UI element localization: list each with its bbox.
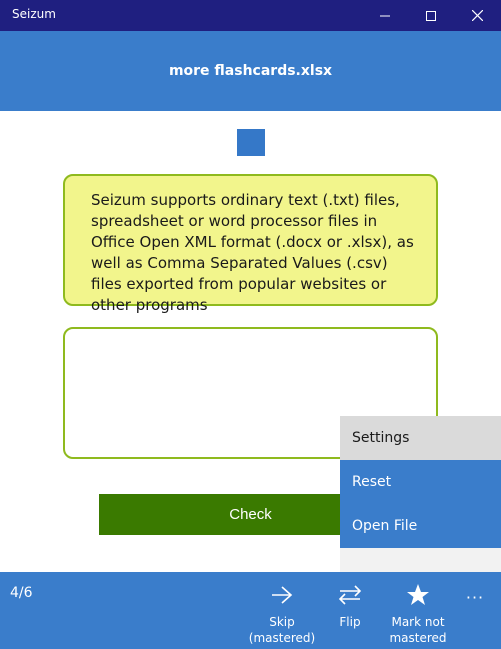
app-title: Seizum bbox=[12, 7, 56, 21]
menu-footer bbox=[340, 548, 501, 572]
minimize-button[interactable] bbox=[362, 0, 408, 31]
flip-button[interactable]: Flip bbox=[326, 572, 374, 649]
maximize-icon bbox=[426, 10, 436, 21]
swap-icon bbox=[338, 576, 362, 614]
app-bar: 4/6 Skip (mastered) Flip Mark not master… bbox=[0, 572, 501, 649]
maximize-button[interactable] bbox=[408, 0, 454, 31]
minimize-icon bbox=[380, 15, 390, 16]
close-button[interactable] bbox=[454, 0, 500, 31]
more-button[interactable]: ··· bbox=[460, 582, 490, 612]
overflow-menu: Settings Reset Open File bbox=[340, 416, 501, 572]
star-icon bbox=[406, 576, 430, 614]
menu-item-settings[interactable]: Settings bbox=[340, 416, 501, 460]
flashcard-text: Seizum supports ordinary text (.txt) fil… bbox=[91, 191, 414, 314]
skip-button[interactable]: Skip (mastered) bbox=[248, 572, 316, 649]
menu-item-open-file[interactable]: Open File bbox=[352, 518, 418, 534]
arrow-right-icon bbox=[270, 576, 294, 614]
card-indicator bbox=[237, 129, 265, 156]
skip-label: Skip (mastered) bbox=[248, 615, 316, 645]
mark-label: Mark not mastered bbox=[389, 615, 447, 645]
mark-not-mastered-button[interactable]: Mark not mastered bbox=[386, 572, 450, 649]
flashcard-question[interactable]: Seizum supports ordinary text (.txt) fil… bbox=[63, 174, 438, 314]
progress-counter: 4/6 bbox=[10, 585, 33, 601]
title-bar: Seizum bbox=[0, 0, 501, 31]
flip-label: Flip bbox=[339, 615, 361, 629]
more-icon: ··· bbox=[465, 587, 485, 607]
close-icon bbox=[471, 10, 483, 21]
menu-item-reset[interactable]: Reset bbox=[352, 474, 392, 490]
file-title: more flashcards.xlsx bbox=[168, 63, 333, 79]
file-header: more flashcards.xlsx bbox=[0, 31, 501, 111]
